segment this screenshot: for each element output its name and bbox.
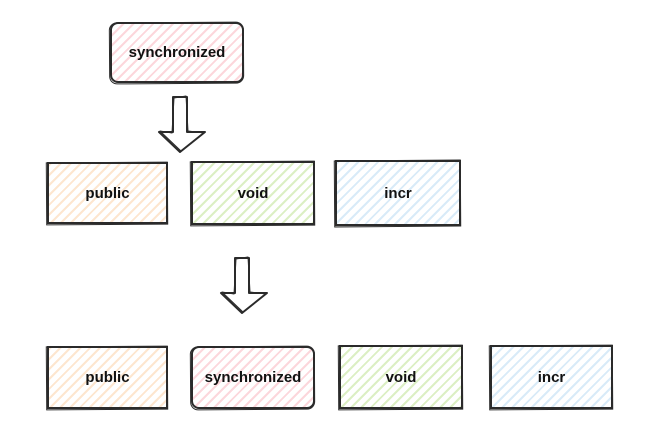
row1-public-box: public — [47, 162, 168, 224]
row2-incr-label: incr — [537, 368, 566, 386]
down-arrow-icon — [158, 95, 206, 153]
row2-void-box: void — [339, 345, 463, 409]
row1-incr-box: incr — [335, 160, 461, 226]
row1-void-label: void — [237, 184, 269, 202]
row2-incr-box: incr — [490, 345, 613, 409]
top-synchronized-box: synchronized — [110, 22, 244, 83]
row1-incr-label: incr — [384, 184, 412, 202]
row2-synchronized-box: synchronized — [191, 346, 315, 409]
row2-synchronized-label: synchronized — [204, 369, 302, 386]
top-synchronized-label: synchronized — [128, 44, 226, 61]
row1-void-box: void — [191, 161, 315, 225]
row2-public-box: public — [47, 346, 168, 409]
row2-public-label: public — [85, 369, 130, 386]
row1-public-label: public — [85, 184, 130, 202]
down-arrow-icon — [220, 256, 268, 314]
row2-void-label: void — [385, 368, 417, 386]
